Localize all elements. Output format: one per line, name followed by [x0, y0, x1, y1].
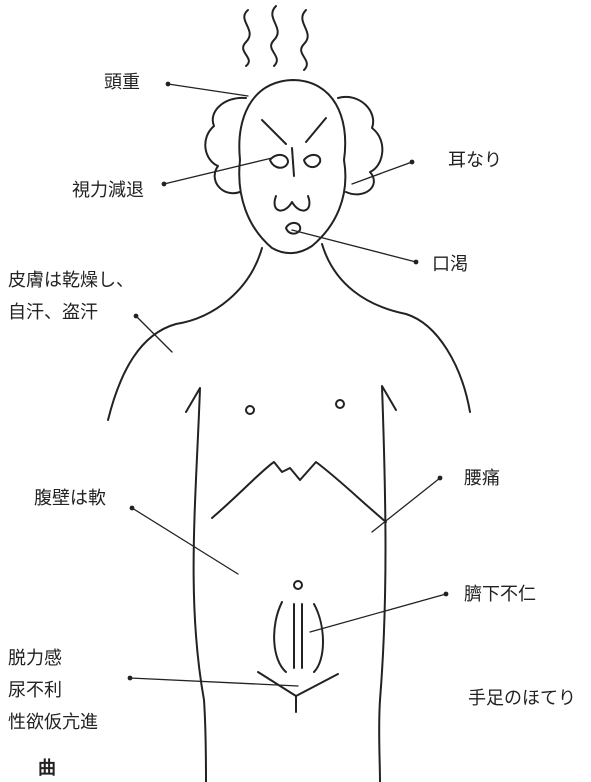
label-tinnitus: 耳なり — [448, 152, 502, 170]
leader-vision — [164, 158, 272, 184]
label-weakness: 脱力感 — [8, 650, 98, 668]
label-hands-feet: 手足のほてり — [468, 690, 576, 708]
footer-fragment: 曲 — [38, 760, 56, 778]
groin-lines — [258, 672, 338, 712]
torso-right — [379, 386, 396, 782]
leader-lumbago — [372, 478, 440, 532]
navel — [294, 581, 302, 589]
abdomen-mark-left — [274, 602, 286, 672]
eyebrow-right — [306, 118, 326, 142]
label-urination: 尿不利 — [8, 682, 98, 700]
label-lower-left-group: 脱力感 尿不利 性欲仮亢進 — [8, 650, 98, 746]
head-outline — [239, 80, 345, 253]
label-thirst: 口渇 — [432, 256, 468, 274]
leader-tinnitus — [352, 162, 412, 184]
eye-right — [304, 155, 320, 167]
label-vision-decline: 視力減退 — [72, 182, 144, 200]
label-skin-group: 皮膚は乾燥し、 自汗、盗汗 — [8, 272, 134, 336]
mustache — [275, 196, 310, 211]
label-head-heavy: 頭重 — [104, 74, 140, 92]
label-lumbago: 腰痛 — [464, 470, 500, 488]
label-umbilical: 臍下不仁 — [464, 586, 536, 604]
nose — [292, 148, 294, 176]
nipple-right — [336, 400, 344, 408]
leader-abdominal — [132, 508, 238, 574]
torso-left — [186, 388, 206, 782]
nipple-left — [246, 406, 254, 414]
rib-line — [212, 462, 386, 522]
abdomen-mark-right — [314, 604, 323, 672]
eye-left — [270, 155, 288, 168]
eyebrow-left — [262, 120, 286, 144]
heat-wave-1 — [243, 10, 250, 66]
label-skin-line1: 皮膚は乾燥し、 — [8, 272, 134, 290]
leader-head-heavy — [168, 84, 248, 96]
label-abdominal-wall: 腹壁は軟 — [34, 490, 106, 508]
label-skin-line2: 自汗、盗汗 — [8, 304, 134, 322]
leader-umbilical — [310, 594, 446, 632]
heat-wave-2 — [271, 6, 278, 66]
label-libido: 性欲仮亢進 — [8, 714, 98, 732]
heat-wave-3 — [301, 10, 308, 70]
